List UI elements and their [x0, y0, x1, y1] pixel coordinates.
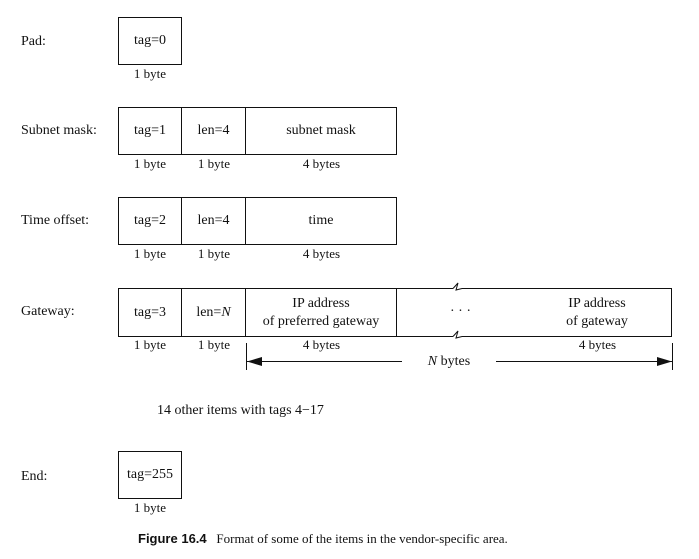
end-label: End: — [21, 469, 48, 484]
span-var: N — [427, 354, 438, 369]
gateway-last-line2: of gateway — [566, 313, 628, 329]
zigzag-break-bottom — [452, 330, 463, 339]
time-value-field: time — [246, 197, 397, 245]
gateway-len-field: len=N — [182, 288, 246, 337]
other-items-note: 14 other items with tags 4−17 — [157, 403, 324, 418]
gateway-preferred-line2: of preferred gateway — [262, 313, 380, 329]
gateway-tag-field: tag=3 — [118, 288, 182, 337]
subnet-len-field: len=4 — [182, 107, 246, 155]
time-len-size: 1 byte — [197, 246, 231, 261]
span-label: N bytes — [404, 354, 494, 370]
time-label: Time offset: — [21, 213, 90, 228]
subnet-len-size: 1 byte — [197, 156, 231, 171]
figure-caption: Figure 16.4 Format of some of the items … — [138, 531, 508, 547]
pad-tag-field: tag=0 — [118, 17, 182, 65]
subnet-mask-size: 4 bytes — [302, 156, 341, 171]
gateway-last-size: 4 bytes — [578, 337, 617, 352]
subnet-tag-field: tag=1 — [118, 107, 182, 155]
time-value-size: 4 bytes — [302, 246, 341, 261]
span-right-arrowhead — [657, 357, 672, 366]
zigzag-break-top — [452, 282, 463, 291]
time-tag-field: tag=2 — [118, 197, 182, 245]
gateway-last-field: IP address of gateway — [523, 288, 672, 337]
end-tag-size: 1 byte — [133, 500, 167, 515]
gateway-preferred-line1: IP address — [292, 295, 350, 311]
gateway-len-size: 1 byte — [197, 337, 231, 352]
gateway-label: Gateway: — [21, 304, 75, 319]
gateway-len-var: N — [221, 304, 231, 320]
subnet-label: Subnet mask: — [21, 123, 97, 138]
gateway-preferred-field: IP address of preferred gateway — [246, 288, 397, 337]
gateway-tag-size: 1 byte — [133, 337, 167, 352]
span-suffix: bytes — [437, 354, 471, 369]
span-left-arrowhead — [247, 357, 262, 366]
subnet-mask-field: subnet mask — [246, 107, 397, 155]
figure-caption-text: Format of some of the items in the vendo… — [216, 531, 508, 546]
pad-label: Pad: — [21, 34, 46, 49]
subnet-tag-size: 1 byte — [133, 156, 167, 171]
pad-tag-size: 1 byte — [133, 66, 167, 81]
gateway-ellipsis: · · · — [450, 304, 471, 319]
figure-number: Figure 16.4 — [138, 531, 207, 546]
gateway-len-prefix: len= — [196, 304, 222, 320]
end-tag-field: tag=255 — [118, 451, 182, 499]
time-tag-size: 1 byte — [133, 246, 167, 261]
gateway-last-line1: IP address — [568, 295, 626, 311]
time-len-field: len=4 — [182, 197, 246, 245]
gateway-preferred-size: 4 bytes — [302, 337, 341, 352]
